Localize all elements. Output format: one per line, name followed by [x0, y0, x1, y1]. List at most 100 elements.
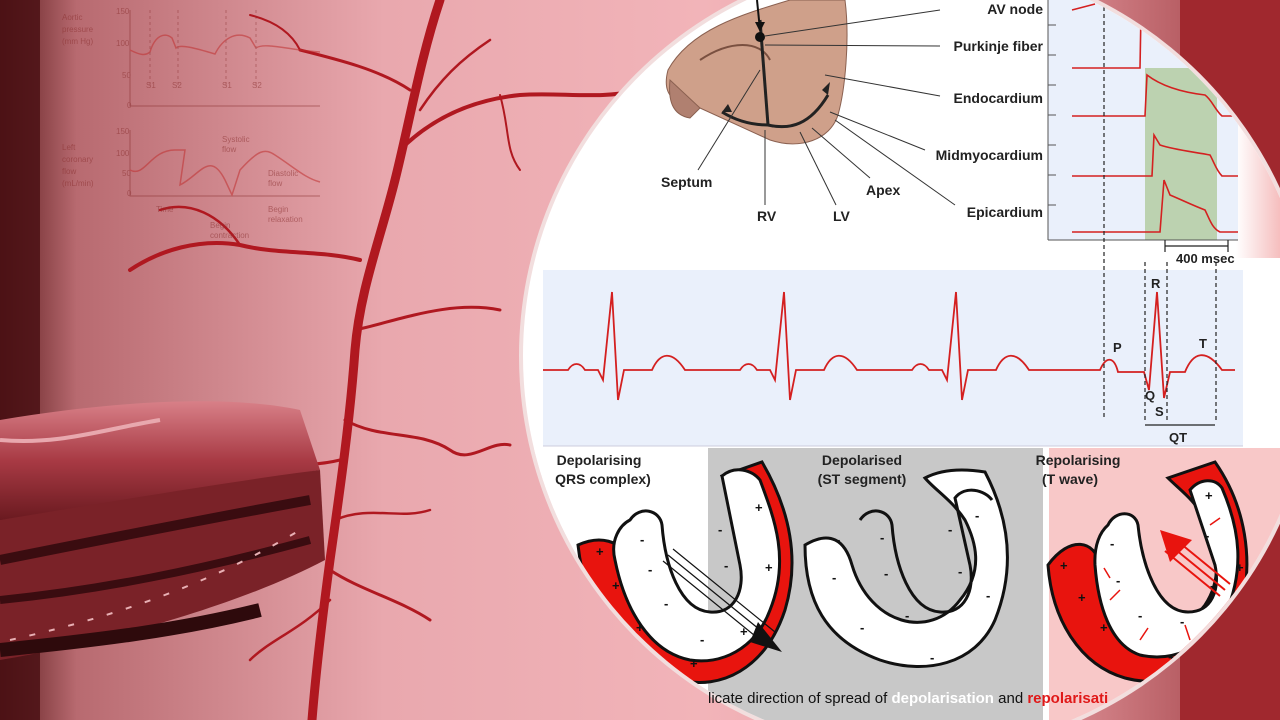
repolarising-title-1: Repolarising [1036, 452, 1121, 468]
surgical-instrument [0, 401, 325, 660]
svg-text:+: + [755, 500, 763, 515]
endocardium-trace [1072, 73, 1238, 117]
svg-text:-: - [1210, 578, 1214, 593]
svg-text:-: - [832, 570, 836, 585]
aortic-tick-150: 150 [116, 7, 130, 16]
t-wave-label: T [1199, 336, 1207, 351]
coronary-flow-label-2: coronary [62, 155, 93, 164]
systolic-flow-label-2: flow [222, 145, 236, 154]
epicardium-label: Epicardium [967, 204, 1043, 220]
svg-text:-: - [860, 620, 864, 635]
purkinje-label: Purkinje fiber [954, 38, 1044, 54]
svg-text:-: - [700, 632, 704, 647]
rv-label: RV [757, 208, 777, 224]
svg-text:+: + [1168, 650, 1176, 665]
begin-contraction-label-2: contraction [210, 231, 249, 240]
svg-text:-: - [724, 558, 728, 573]
svg-text:-: - [1116, 573, 1120, 588]
svg-text:+: + [1078, 590, 1086, 605]
aortic-pressure-label-3: (mm Hg) [62, 37, 93, 46]
midmyocardium-label: Midmyocardium [936, 147, 1043, 163]
qt-interval-label: QT [1169, 430, 1187, 445]
purkinje-trace [1072, 11, 1142, 69]
svg-text:+: + [1236, 560, 1244, 575]
septum-label: Septum [661, 174, 712, 190]
sound-label-s2b: S2 [252, 81, 262, 90]
sound-label-s1b: S1 [222, 81, 232, 90]
epicardium-trace [1072, 179, 1238, 233]
aortic-pressure-label-2: pressure [62, 25, 94, 34]
depolarised-title-2: (ST segment) [818, 471, 907, 487]
coronary-flow-label-4: (mL/min) [62, 179, 94, 188]
caption-and: and [993, 690, 1028, 707]
svg-text:+: + [740, 624, 748, 639]
svg-text:-: - [986, 588, 990, 603]
svg-text:-: - [930, 650, 934, 665]
s-wave-label: S [1155, 404, 1164, 419]
caption-depolarisation: depolarisation [891, 690, 994, 707]
diastolic-flow-label-2: flow [268, 179, 282, 188]
caption-prefix: licate direction of spread of [708, 690, 892, 707]
depolarising-title-2: QRS complex) [555, 471, 651, 487]
conduction-labels: AV node Purkinje fiber Endocardium Midmy… [661, 1, 1044, 224]
sound-label-s1a: S1 [146, 81, 156, 90]
diagram-circle: AV node Purkinje fiber Endocardium Midmy… [523, 0, 1280, 720]
depolarisation-arrow [750, 622, 782, 652]
ventricle-titles: Depolarising QRS complex) Depolarised (S… [555, 452, 1120, 487]
aortic-tick-50: 50 [122, 71, 131, 80]
midmyocardium-trace [1072, 132, 1238, 177]
sound-label-s2a: S2 [172, 81, 182, 90]
svg-text:-: - [880, 530, 884, 545]
coronary-tick-50: 50 [122, 169, 131, 178]
svg-text:-: - [948, 522, 952, 537]
av-node-trace [1071, 3, 1096, 11]
svg-text:-: - [1110, 536, 1114, 551]
svg-text:-: - [648, 562, 652, 577]
av-node-label: AV node [987, 1, 1043, 17]
svg-text:-: - [975, 508, 979, 523]
coronary-tick-150: 150 [116, 127, 130, 136]
svg-text:-: - [718, 522, 722, 537]
ecg-trace [543, 291, 1235, 401]
svg-text:-: - [884, 566, 888, 581]
svg-text:-: - [1180, 614, 1184, 629]
repolarisation-arrow [1160, 530, 1192, 562]
p-wave-label: P [1113, 340, 1122, 355]
svg-text:+: + [765, 560, 773, 575]
systolic-flow-label-1: Systolic [222, 135, 250, 144]
svg-text:-: - [640, 532, 644, 547]
time-label: Time [156, 205, 174, 214]
svg-text:+: + [690, 656, 698, 671]
q-wave-label: Q [1145, 388, 1155, 403]
svg-text:+: + [1100, 620, 1108, 635]
coronary-flow-label-3: flow [62, 167, 76, 176]
apex-label: Apex [866, 182, 900, 198]
action-potential-panel: 400 msec [1047, 0, 1238, 266]
ecg-panel: P R Q S T QT [543, 0, 1243, 447]
svg-text:-: - [905, 608, 909, 623]
svg-text:+: + [636, 620, 644, 635]
svg-text:+: + [1060, 558, 1068, 573]
r-wave-label: R [1151, 276, 1161, 291]
svg-text:+: + [596, 544, 604, 559]
aortic-pressure-label-1: Aortic [62, 13, 82, 22]
blood-vessels [128, 0, 642, 720]
coronary-tick-100: 100 [116, 149, 130, 158]
svg-text:-: - [958, 564, 962, 579]
lv-label: LV [833, 208, 851, 224]
svg-text:+: + [612, 578, 620, 593]
begin-contraction-label-1: Begin [210, 221, 230, 230]
svg-text:-: - [664, 596, 668, 611]
ventricle-repolarising: +++ +++ + --- --- [1046, 460, 1249, 683]
leader-lines [697, 9, 956, 206]
coronary-flow-label-1: Left [62, 143, 76, 152]
ventricle-depolarised: --- --- --- -- [803, 468, 1009, 668]
background-pressure-plot: Aortic pressure (mm Hg) 150 100 50 0 S1 … [62, 7, 321, 240]
depolarising-title-1: Depolarising [557, 452, 642, 468]
endocardium-label: Endocardium [954, 90, 1043, 106]
heart-cross-section [665, 0, 848, 145]
svg-text:-: - [1138, 608, 1142, 623]
time-scale-label: 400 msec [1176, 251, 1235, 266]
